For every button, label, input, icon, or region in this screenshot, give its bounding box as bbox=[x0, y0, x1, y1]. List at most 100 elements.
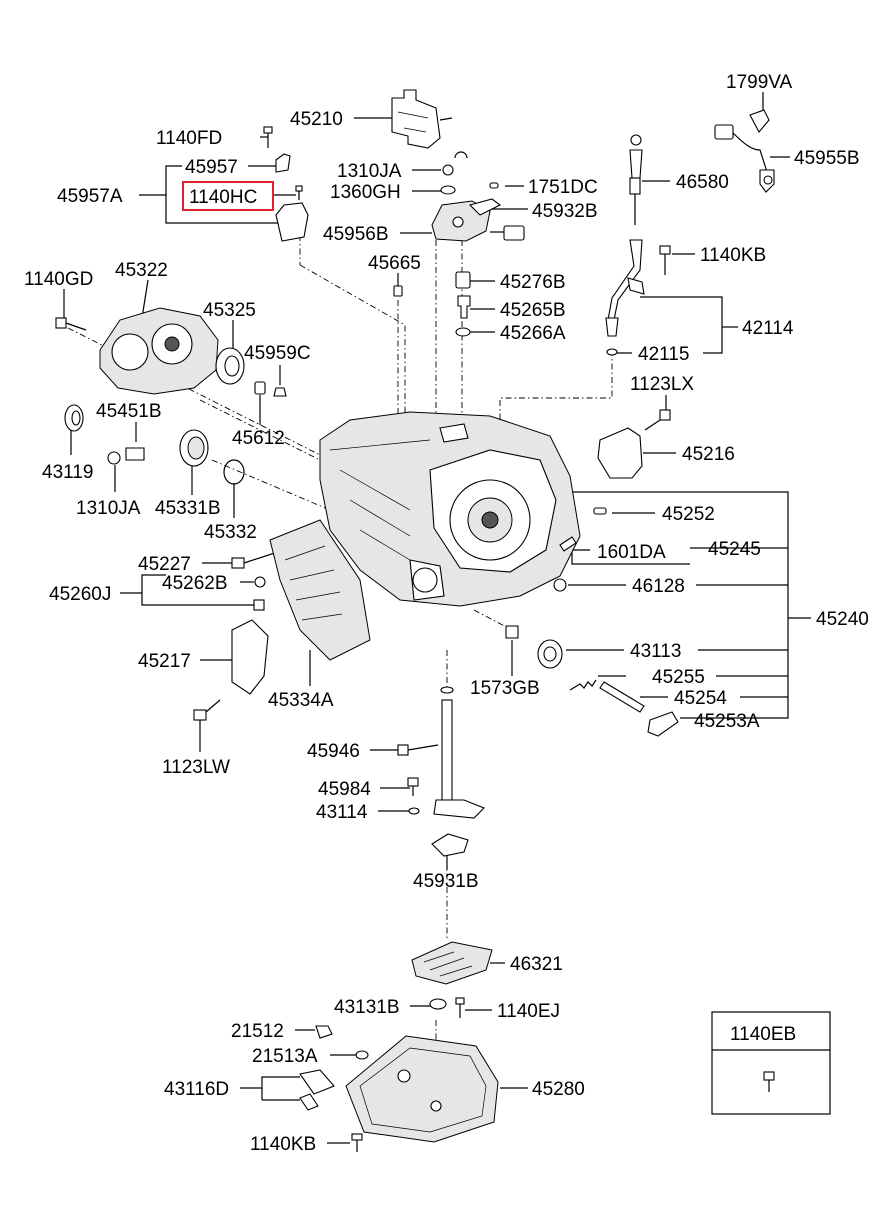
label-45984: 45984 bbox=[318, 779, 371, 800]
bolt-1140kb-bottom bbox=[351, 1133, 363, 1152]
bracket-45216 bbox=[597, 427, 643, 479]
nut-1310ja-left bbox=[107, 451, 121, 465]
bolt-1140fd bbox=[263, 126, 273, 148]
part-45331b bbox=[179, 429, 209, 467]
bracket-45210 bbox=[391, 89, 453, 149]
oring-42115 bbox=[606, 348, 618, 356]
label-45276b: 45276B bbox=[500, 272, 566, 293]
label-1360gh: 1360GH bbox=[330, 182, 401, 203]
label-21513a: 21513A bbox=[252, 1046, 318, 1067]
part-box-1140eb bbox=[711, 1011, 831, 1115]
bolt-1123lw bbox=[193, 699, 221, 721]
label-45612: 45612 bbox=[232, 428, 285, 449]
label-45245: 45245 bbox=[708, 539, 761, 560]
label-45451b: 45451B bbox=[96, 401, 162, 422]
pin-1751dc bbox=[489, 182, 499, 189]
spring-45255 bbox=[569, 679, 597, 691]
label-45931b: 45931B bbox=[413, 871, 479, 892]
label-42115: 42115 bbox=[638, 344, 689, 365]
bolt-1123lx bbox=[644, 409, 671, 431]
label-45262b: 45262B bbox=[162, 573, 228, 594]
label-45265b: 45265B bbox=[500, 300, 566, 321]
label-45240: 45240 bbox=[816, 609, 869, 630]
label-45260j: 45260J bbox=[49, 584, 111, 605]
oring-43114 bbox=[408, 807, 420, 815]
bolt-45260j bbox=[253, 599, 265, 611]
bolt-45984 bbox=[407, 777, 419, 796]
label-1140gd: 1140GD bbox=[24, 269, 93, 290]
oil-strainer-46321 bbox=[411, 941, 493, 985]
shift-shaft bbox=[433, 699, 485, 819]
bolt-1140kb-top bbox=[659, 245, 671, 275]
label-21512: 21512 bbox=[231, 1021, 284, 1042]
plate-45957a bbox=[275, 202, 309, 242]
label-45955b: 45955B bbox=[794, 148, 860, 169]
label-43114: 43114 bbox=[316, 802, 368, 823]
label-1123lw: 1123LW bbox=[162, 757, 230, 778]
label-45932b: 45932B bbox=[532, 201, 598, 222]
plug-1573gb bbox=[505, 625, 519, 639]
label-45334a: 45334A bbox=[268, 690, 334, 711]
label-45217: 45217 bbox=[138, 651, 191, 672]
label-45255: 45255 bbox=[652, 667, 705, 688]
leader-lines bbox=[63, 92, 811, 1144]
oring-shaft-top bbox=[440, 686, 454, 694]
seal-43113 bbox=[537, 639, 563, 669]
label-1751dc: 1751DC bbox=[528, 177, 598, 198]
label-46321: 46321 bbox=[510, 954, 563, 975]
plug-45959c bbox=[273, 387, 287, 397]
label-1140ej: 1140EJ bbox=[497, 1001, 560, 1022]
part-45276b bbox=[455, 271, 471, 289]
part-45451b bbox=[125, 447, 145, 461]
label-43113: 43113 bbox=[630, 641, 681, 662]
plug-21512 bbox=[315, 1025, 333, 1039]
washer-1360gh bbox=[440, 185, 456, 195]
seal-45325 bbox=[215, 347, 245, 385]
bracket-45217 bbox=[231, 619, 269, 695]
label-45266a: 45266A bbox=[500, 323, 566, 344]
seal-43119 bbox=[64, 404, 84, 432]
valve-body-cover-45334a bbox=[269, 519, 371, 661]
part-45612 bbox=[254, 381, 266, 395]
bolt-1140ej bbox=[455, 997, 465, 1018]
speed-sensor-harness bbox=[714, 109, 775, 193]
label-45280: 45280 bbox=[532, 1079, 585, 1100]
oring-45266a bbox=[455, 327, 471, 337]
label-45957: 45957 bbox=[185, 157, 238, 178]
label-45325: 45325 bbox=[203, 300, 256, 321]
label-45959c: 45959C bbox=[244, 343, 311, 364]
washer-45262b bbox=[254, 576, 266, 588]
screw-1140hc bbox=[295, 185, 303, 200]
pin-45252 bbox=[593, 507, 607, 515]
cover-45322 bbox=[99, 307, 219, 395]
inhibitor-switch-45956b bbox=[431, 198, 525, 242]
label-1799va: 1799VA bbox=[726, 72, 793, 93]
nut-1310ja-top bbox=[442, 164, 454, 176]
label-45957a: 45957A bbox=[57, 186, 123, 207]
label-45956b: 45956B bbox=[323, 224, 389, 245]
label-43119: 43119 bbox=[42, 462, 93, 483]
plug-45665 bbox=[393, 285, 403, 297]
label-1140kb-top: 1140KB bbox=[700, 245, 766, 266]
label-45331b: 45331B bbox=[155, 498, 221, 519]
lever-45253a bbox=[647, 711, 679, 737]
label-1310ja-left: 1310JA bbox=[76, 498, 141, 519]
label-45665: 45665 bbox=[368, 253, 421, 274]
dipstick-46580 bbox=[629, 134, 643, 225]
oil-pan-45280 bbox=[345, 1035, 499, 1143]
label-1140eb: 1140EB bbox=[730, 1024, 796, 1045]
label-45946: 45946 bbox=[307, 741, 360, 762]
label-1123lx: 1123LX bbox=[630, 374, 694, 395]
assembly-center-lines bbox=[67, 235, 613, 1100]
bolt-45946 bbox=[397, 744, 439, 756]
label-46580: 46580 bbox=[676, 172, 729, 193]
highlight-box-1140hc bbox=[182, 181, 274, 211]
label-45332: 45332 bbox=[204, 522, 257, 543]
label-46128: 46128 bbox=[632, 576, 685, 597]
label-1601da: 1601DA bbox=[597, 542, 666, 563]
clip-45957 bbox=[275, 153, 291, 173]
label-45254: 45254 bbox=[674, 688, 727, 709]
oring-45332 bbox=[223, 459, 245, 485]
seal-43131b bbox=[429, 998, 447, 1010]
